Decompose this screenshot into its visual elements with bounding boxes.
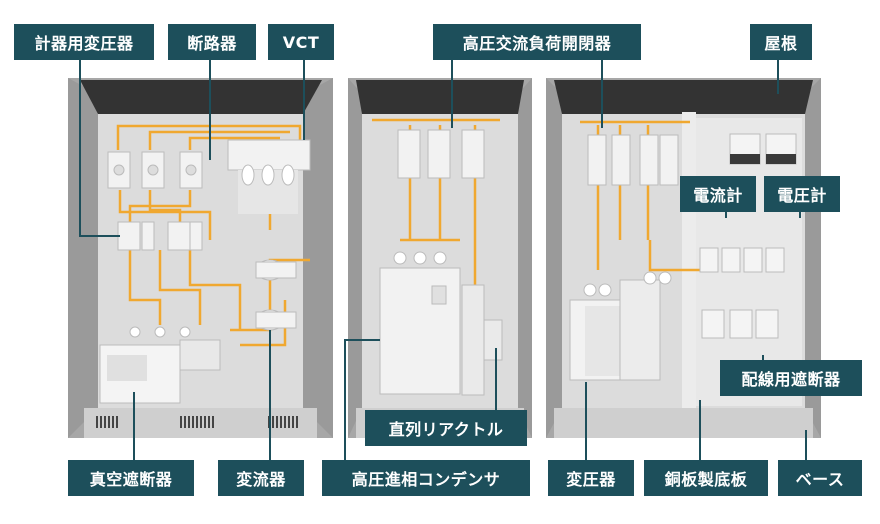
label-instrument-transformer: 計器用変圧器 xyxy=(14,24,154,60)
meters xyxy=(729,133,797,165)
label-vct: VCT xyxy=(268,24,334,60)
label-hv-capacitor: 高圧進相コンデンサ xyxy=(322,460,530,496)
label-steel-plate: 銅板製底板 xyxy=(644,460,768,496)
wiring-left xyxy=(116,124,310,347)
leader-lines xyxy=(79,60,807,460)
current-transformer-units xyxy=(255,259,297,331)
instrument-transformer-fuses xyxy=(117,221,203,251)
cabinet-middle xyxy=(348,78,532,438)
cabinet-left xyxy=(68,78,333,438)
label-transformer: 変圧器 xyxy=(548,460,634,496)
label-hv-load-switch: 高圧交流負荷開閉器 xyxy=(433,24,641,60)
label-ammeter: 電流計 xyxy=(680,176,756,212)
label-vacuum-breaker: 真空遮断器 xyxy=(68,460,194,496)
mccb-units xyxy=(699,247,785,339)
disconnector-units xyxy=(107,151,203,189)
vent-slots-left xyxy=(96,416,298,428)
hv-load-switch-units xyxy=(397,129,485,179)
label-current-transformer: 変流器 xyxy=(218,460,304,496)
cabinet-right xyxy=(546,78,821,438)
label-roof: 屋根 xyxy=(750,24,812,60)
series-reactor-unit xyxy=(461,284,503,396)
hv-capacitor-unit xyxy=(379,251,461,395)
label-voltmeter: 電圧計 xyxy=(764,176,840,212)
label-base: ベース xyxy=(778,460,862,496)
label-mccb: 配線用遮断器 xyxy=(720,360,862,396)
transformer-unit xyxy=(569,271,672,381)
load-switch-right-units xyxy=(587,134,679,186)
label-disconnector: 断路器 xyxy=(168,24,256,60)
label-series-reactor: 直列リアクトル xyxy=(365,410,527,446)
vacuum-breaker-unit xyxy=(99,326,221,404)
vct-unit xyxy=(227,139,311,214)
